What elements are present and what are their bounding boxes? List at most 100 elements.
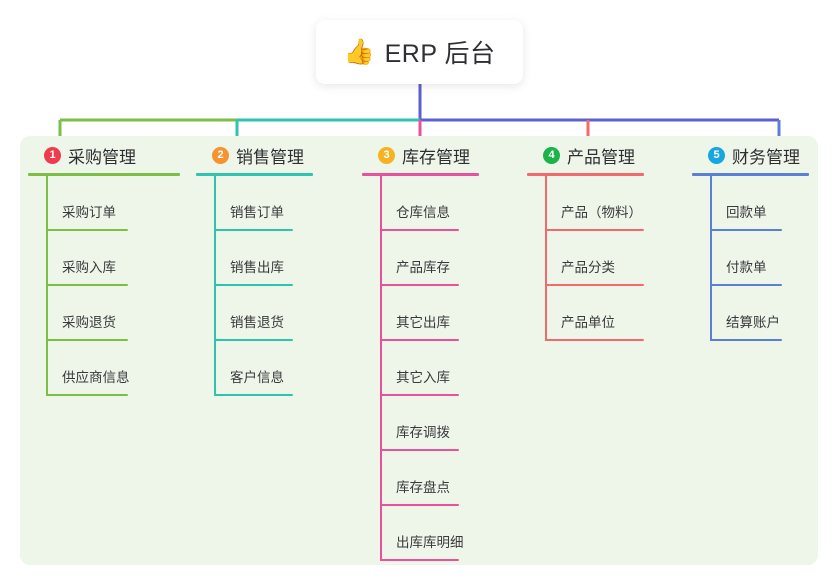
branch-item-underline <box>380 394 459 396</box>
branch-column-3: 3 库存管理仓库信息产品库存其它出库其它入库库存调拨库存盘点出库库明细 <box>362 142 479 561</box>
branch-item-underline <box>545 339 644 341</box>
branch-item-label: 产品单位 <box>561 315 615 330</box>
branch-title: 库存管理 <box>402 147 470 167</box>
branch-item-underline <box>710 339 782 341</box>
branch-header[interactable]: 4 产品管理 <box>527 142 644 168</box>
branch-item[interactable]: 销售出库 <box>196 231 313 286</box>
branch-item[interactable]: 付款单 <box>692 231 809 286</box>
branch-item-underline <box>46 284 128 286</box>
branch-item[interactable]: 采购退货 <box>28 286 180 341</box>
branch-item-label: 出库库明细 <box>396 535 464 550</box>
branch-item-label: 其它出库 <box>396 315 450 330</box>
branch-item-underline <box>710 284 782 286</box>
branch-item-label: 销售出库 <box>230 260 284 275</box>
branch-title: 销售管理 <box>236 147 304 167</box>
branch-column-1: 1 采购管理采购订单采购入库采购退货供应商信息 <box>28 142 180 396</box>
branch-item-label: 产品分类 <box>561 260 615 275</box>
branch-item-label: 回款单 <box>726 205 767 220</box>
branch-item-list: 回款单付款单结算账户 <box>692 176 809 341</box>
branch-item[interactable]: 产品分类 <box>527 231 644 286</box>
branch-item[interactable]: 回款单 <box>692 176 809 231</box>
branch-underline <box>692 173 809 176</box>
branch-title: 产品管理 <box>567 147 635 167</box>
branch-item-list: 仓库信息产品库存其它出库其它入库库存调拨库存盘点出库库明细 <box>362 176 479 561</box>
branch-item-underline <box>710 229 782 231</box>
branch-number-badge: 4 <box>543 146 560 164</box>
branch-item-underline <box>380 339 459 341</box>
branch-column-4: 4 产品管理产品（物料） 产品分类产品单位 <box>527 142 644 341</box>
branch-item[interactable]: 供应商信息 <box>28 341 180 396</box>
branch-item-underline <box>46 229 128 231</box>
branch-item-underline <box>46 394 128 396</box>
branch-item-label: 库存盘点 <box>396 480 450 495</box>
branch-item-label: 产品库存 <box>396 260 450 275</box>
root-node[interactable]: 👍 ERP 后台 <box>316 20 523 84</box>
branch-title: 采购管理 <box>68 147 136 167</box>
branch-item-list: 产品（物料） 产品分类产品单位 <box>527 176 644 341</box>
branch-header[interactable]: 5 财务管理 <box>692 142 809 168</box>
branch-item-label: 结算账户 <box>726 315 780 330</box>
branch-item-list: 采购订单采购入库采购退货供应商信息 <box>28 176 180 396</box>
branch-column-2: 2 销售管理销售订单销售出库销售退货客户信息 <box>196 142 313 396</box>
branch-header[interactable]: 3 库存管理 <box>362 142 479 168</box>
branch-header[interactable]: 2 销售管理 <box>196 142 313 168</box>
branch-item-label: 客户信息 <box>230 370 284 385</box>
branch-spine <box>545 176 547 341</box>
branch-item-label: 采购订单 <box>62 205 116 220</box>
branch-item[interactable]: 销售退货 <box>196 286 313 341</box>
branch-item-label: 库存调拨 <box>396 425 450 440</box>
branches-panel <box>20 136 818 565</box>
branch-column-5: 5 财务管理回款单付款单结算账户 <box>692 142 809 341</box>
branch-item-label: 付款单 <box>726 260 767 275</box>
branch-item[interactable]: 销售订单 <box>196 176 313 231</box>
branch-underline <box>28 173 180 176</box>
branch-item-label: 供应商信息 <box>62 370 130 385</box>
branch-item-underline <box>214 394 293 396</box>
branch-underline <box>362 173 479 176</box>
branch-item[interactable]: 其它出库 <box>362 286 479 341</box>
branch-underline <box>527 173 644 176</box>
branch-item[interactable]: 出库库明细 <box>362 506 479 561</box>
branch-item[interactable]: 产品单位 <box>527 286 644 341</box>
branch-item-underline <box>545 284 644 286</box>
branch-number-badge: 2 <box>212 146 229 164</box>
branch-item[interactable]: 采购入库 <box>28 231 180 286</box>
branch-item-underline <box>545 229 644 231</box>
branch-item[interactable]: 库存调拨 <box>362 396 479 451</box>
branch-spine <box>214 176 216 396</box>
branch-spine <box>710 176 712 341</box>
branch-item-underline <box>380 559 459 561</box>
branch-item-label: 采购入库 <box>62 260 116 275</box>
branch-item-underline <box>214 229 293 231</box>
branch-item-underline <box>380 449 459 451</box>
branch-item-label: 销售退货 <box>230 315 284 330</box>
branch-item-label: 其它入库 <box>396 370 450 385</box>
branch-underline <box>196 173 313 176</box>
branch-item[interactable]: 产品库存 <box>362 231 479 286</box>
branch-spine <box>380 176 382 561</box>
branch-item[interactable]: 仓库信息 <box>362 176 479 231</box>
branch-header[interactable]: 1 采购管理 <box>28 142 180 168</box>
branch-item-underline <box>380 229 459 231</box>
branch-item[interactable]: 结算账户 <box>692 286 809 341</box>
branch-item-label: 采购退货 <box>62 315 116 330</box>
branch-item-underline <box>214 339 293 341</box>
branch-title: 财务管理 <box>732 147 800 167</box>
branch-item[interactable]: 产品（物料） <box>527 176 644 231</box>
branch-item[interactable]: 客户信息 <box>196 341 313 396</box>
branch-item[interactable]: 采购订单 <box>28 176 180 231</box>
thumbs-up-icon: 👍 <box>343 37 375 66</box>
branch-item-label: 产品（物料） <box>561 205 642 220</box>
branch-item-underline <box>380 504 459 506</box>
branch-spine <box>46 176 48 396</box>
branch-number-badge: 3 <box>378 146 395 164</box>
branch-item[interactable]: 库存盘点 <box>362 451 479 506</box>
branch-item-label: 仓库信息 <box>396 205 450 220</box>
root-title: ERP 后台 <box>384 40 496 68</box>
branch-item-underline <box>46 339 128 341</box>
branch-item[interactable]: 其它入库 <box>362 341 479 396</box>
branch-number-badge: 1 <box>44 146 61 164</box>
branch-number-badge: 5 <box>708 146 725 164</box>
branch-item-list: 销售订单销售出库销售退货客户信息 <box>196 176 313 396</box>
